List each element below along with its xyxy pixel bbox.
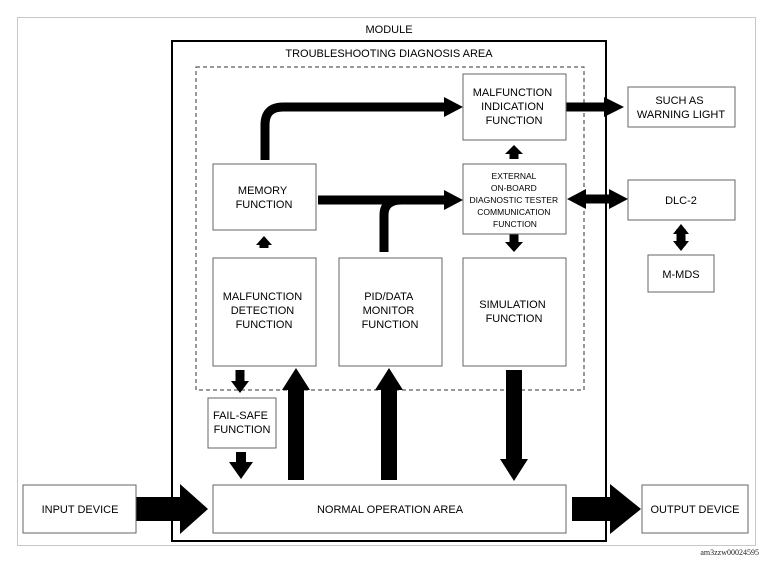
arrowhead-to-indication [444,97,463,117]
arrowhead-to-memory [256,236,272,245]
malfunction-detection-text: MALFUNCTION DETECTION FUNCTION [223,291,306,331]
arrow-normal-to-output [572,484,641,534]
dlc2-box [627,179,736,221]
dlc2-text: DLC-2 [665,195,697,207]
memory-text: MEMORY FUNCTION [236,185,293,211]
module-label: MODULE [365,24,412,36]
warning-light-box [627,86,736,128]
troubleshooting-label: TROUBLESHOOTING DIAGNOSIS AREA [285,48,493,60]
arrowhead-external-left [567,189,586,209]
arrowhead-to-warning [604,97,624,117]
external-tester-box [462,163,567,235]
arrowhead-detection-down [231,381,249,393]
arrowhead-to-pid [375,368,403,390]
arrowhead-to-indication-up [505,145,523,154]
figure-code: am3zzw00024595 [700,548,759,557]
arrowhead-to-normal [500,459,528,481]
arrowhead-mmds-down [673,241,689,251]
malfunction-indication-text: MALFUNCTION INDICATION FUNCTION [473,87,556,127]
fail-safe-text: FAIL-SAFE FUNCTION [213,410,271,436]
connector-pid-to-external [379,195,403,252]
arrowhead-to-detection [282,368,310,390]
connector-memory-to-indication [260,102,445,160]
normal-operation-box [212,484,567,534]
memory-box [212,163,317,231]
module-frame [171,40,607,542]
pid-data-monitor-box [338,257,443,367]
pid-data-monitor-text: PID/DATA MONITOR FUNCTION [362,291,419,331]
external-tester-text: EXTERNAL ON-BOARD DIAGNOSTIC TESTER COMM… [469,171,560,229]
arrowhead-dlc-right [609,189,628,209]
simulation-box [462,257,567,367]
input-device-text: INPUT DEVICE [42,504,119,516]
fail-safe-box [207,397,277,449]
malfunction-indication-box [462,73,567,141]
arrowhead-to-simulation [505,242,523,252]
mmds-text: M-MDS [662,269,699,281]
warning-light-text: SUCH AS WARNING LIGHT [637,95,725,121]
normal-operation-text: NORMAL OPERATION AREA [317,504,464,516]
output-device-text: OUTPUT DEVICE [650,504,739,516]
simulation-text: SIMULATION FUNCTION [479,299,548,325]
arrow-input-to-normal [136,484,208,534]
mmds-box [647,254,715,293]
outer-frame [17,17,756,546]
arrowhead-failsafe-down [229,462,253,479]
output-device-box [641,484,749,534]
malfunction-detection-box [212,257,317,367]
arrowhead-dlc-up [673,224,689,234]
input-device-box [22,484,137,534]
arrowhead-to-external [444,190,463,210]
